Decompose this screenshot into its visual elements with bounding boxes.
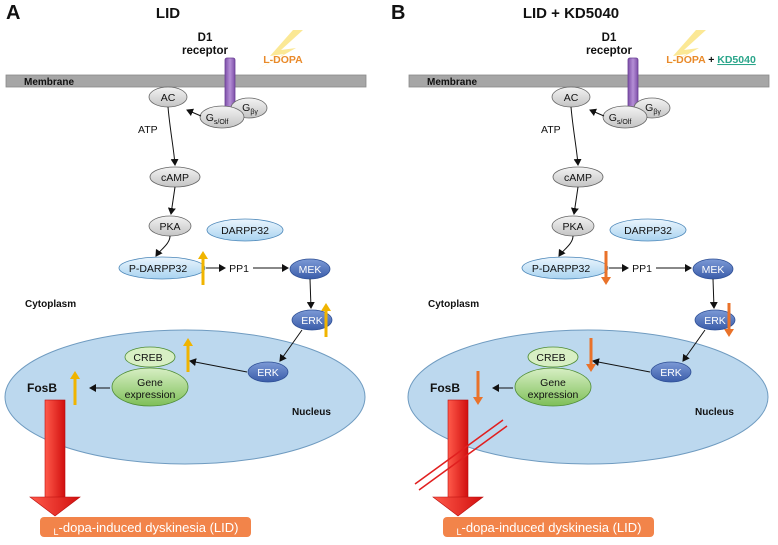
erk-nucleus-node: ERK [257, 367, 279, 379]
drug-first: L-DOPA [666, 54, 706, 66]
pp1-label: PP1 [229, 263, 249, 275]
drug-label: L-DOPA + KD5040 [666, 54, 756, 66]
membrane-label: Membrane [427, 77, 477, 88]
fosb-label: FosB [27, 381, 57, 395]
darpp32-node: DARPP32 [624, 225, 672, 237]
panel-letter: A [6, 2, 20, 24]
arrow-head [183, 338, 193, 346]
pp1-label: PP1 [632, 263, 652, 275]
atp-label: ATP [138, 124, 158, 136]
p-darpp32-node: P-DARPP32 [532, 263, 591, 275]
creb-reg-arrow [183, 338, 193, 372]
gs-olf-node: Gs/Olf [609, 112, 632, 126]
gene-label-line1: Gene [137, 377, 163, 389]
regulation-arrows [70, 251, 331, 405]
p-darpp32-reg-arrow [198, 251, 208, 285]
gs-olf-node: Gs/Olf [206, 112, 229, 126]
arrow-head [70, 371, 80, 379]
gene-label-line2: expression [125, 389, 176, 401]
outcome-label: L-dopa-induced dyskinesia (LID) [54, 520, 239, 537]
arrow-head [321, 303, 331, 311]
ac-node: AC [564, 92, 579, 104]
erk-cytoplasm-node: ERK [704, 315, 726, 327]
erk-cytoplasm-node: ERK [301, 315, 323, 327]
block-line-2 [418, 425, 508, 491]
creb-reg-arrow [586, 338, 596, 372]
receptor-label-line2: receptor [182, 45, 229, 57]
receptor-label-line2: receptor [586, 45, 633, 57]
fosb-label: FosB [430, 381, 460, 395]
cytoplasm-label: Cytoplasm [428, 299, 479, 310]
gbg-node: Gβγ [645, 102, 661, 116]
drug-second: KD5040 [717, 54, 756, 66]
arrow-head [198, 251, 208, 259]
panel-title: LID + KD5040 [523, 5, 619, 22]
arrow-head [724, 329, 734, 337]
mek-node: MEK [299, 264, 322, 276]
fosb-reg-arrow [473, 371, 483, 405]
receptor-label-line1: D1 [198, 32, 213, 44]
p-darpp32-reg-arrow [601, 251, 611, 285]
erk-reg-arrow [321, 303, 331, 337]
drug-plus: + [708, 54, 714, 66]
creb-node: CREB [536, 352, 565, 364]
panel-title: LID [156, 5, 180, 22]
creb-node: CREB [133, 352, 162, 364]
membrane-label: Membrane [24, 77, 74, 88]
panel-a: A LID D1 receptor L-DOPA Membrane AC Gs/… [5, 2, 366, 537]
gbg-node: Gβγ [242, 102, 258, 116]
nucleus-label: Nucleus [695, 407, 734, 418]
drug-label: L-DOPA [263, 54, 303, 66]
gene-label-line1: Gene [540, 377, 566, 389]
p-darpp32-node: P-DARPP32 [129, 263, 188, 275]
block-mark [414, 419, 508, 491]
pka-node: PKA [562, 221, 583, 233]
panel-b: B LID + KD5040 D1 receptor L-DOPA + KD50… [391, 2, 769, 537]
drug-first: L-DOPA [263, 54, 303, 66]
panel-letter: B [391, 2, 405, 24]
pka-node: PKA [159, 221, 180, 233]
block-line-1 [414, 419, 504, 485]
atp-label: ATP [541, 124, 561, 136]
arrow-head [473, 397, 483, 405]
regulation-arrows [473, 251, 734, 405]
arrow-head [601, 277, 611, 285]
darpp32-node: DARPP32 [221, 225, 269, 237]
fosb-reg-arrow [70, 371, 80, 405]
gene-label-line2: expression [528, 389, 579, 401]
camp-node: cAMP [564, 172, 592, 184]
cytoplasm-label: Cytoplasm [25, 299, 76, 310]
nucleus-label: Nucleus [292, 407, 331, 418]
mek-node: MEK [702, 264, 725, 276]
arrow-head [586, 364, 596, 372]
erk-reg-arrow [724, 303, 734, 337]
receptor-label-line1: D1 [602, 32, 617, 44]
camp-node: cAMP [161, 172, 189, 184]
outcome-label: L-dopa-induced dyskinesia (LID) [457, 520, 642, 537]
ac-node: AC [161, 92, 176, 104]
erk-nucleus-node: ERK [660, 367, 682, 379]
